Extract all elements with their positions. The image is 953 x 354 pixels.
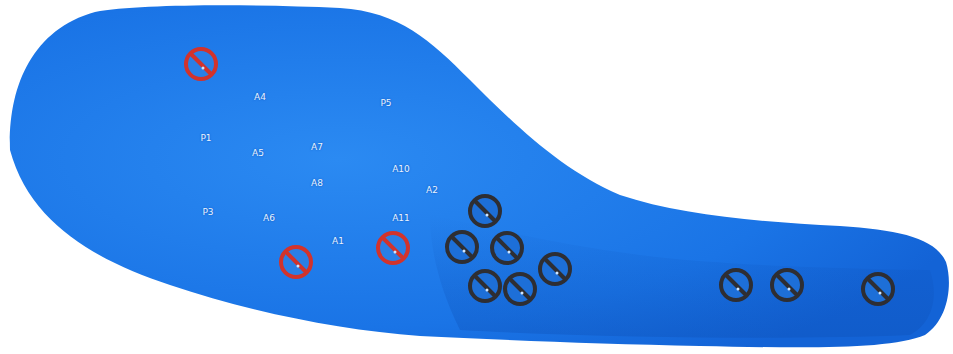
prohibition-sign [540, 254, 570, 284]
sensor-dot [486, 214, 489, 217]
sign-slash [510, 279, 530, 299]
sensor-label: A6 [263, 214, 275, 223]
sign-ring [721, 270, 751, 300]
arch-shadow [430, 215, 934, 338]
sensor-dot [508, 251, 511, 254]
sensor-label: P5 [380, 99, 391, 108]
sensor-dot [556, 272, 559, 275]
sensor-dot [737, 288, 740, 291]
sign-slash [777, 275, 797, 295]
sign-slash [475, 276, 495, 296]
sign-ring [470, 196, 500, 226]
sign-ring [378, 233, 408, 263]
prohibition-sign [492, 233, 522, 263]
sensor-label: P3 [202, 208, 213, 217]
sign-ring [447, 232, 477, 262]
sensor-dot [788, 288, 791, 291]
prohibition-sign [470, 271, 500, 301]
prohibition-sign [447, 232, 477, 262]
prohibition-sign [470, 196, 500, 226]
sign-slash [497, 238, 517, 258]
sign-slash [452, 237, 472, 257]
sensor-label: A5 [252, 149, 264, 158]
prohibition-signs [186, 49, 893, 304]
prohibition-sign [281, 247, 311, 277]
sign-slash [191, 54, 211, 74]
sign-slash [475, 201, 495, 221]
sensor-dot [879, 292, 882, 295]
sign-ring [505, 274, 535, 304]
sign-ring [492, 233, 522, 263]
prohibition-sign [186, 49, 216, 79]
sensor-dot [463, 250, 466, 253]
sensor-label: A1 [332, 237, 344, 246]
sensor-label: A7 [311, 143, 323, 152]
sensor-label: A10 [392, 165, 410, 174]
sign-slash [726, 275, 746, 295]
sign-ring [863, 274, 893, 304]
sensor-dot [202, 67, 205, 70]
sign-ring [470, 271, 500, 301]
sign-ring [540, 254, 570, 284]
sensor-dot [297, 265, 300, 268]
sensor-label: A8 [311, 179, 323, 188]
sign-slash [286, 252, 306, 272]
insole-outline [10, 5, 949, 347]
sensor-label: P1 [200, 134, 211, 143]
sign-slash [545, 259, 565, 279]
prohibition-sign [721, 270, 751, 300]
sign-slash [868, 279, 888, 299]
prohibition-sign [772, 270, 802, 300]
sensor-dot [486, 289, 489, 292]
prohibition-sign [505, 274, 535, 304]
sensor-label: A2 [426, 186, 438, 195]
sign-ring [186, 49, 216, 79]
sign-slash [383, 238, 403, 258]
sensor-label: A11 [392, 214, 410, 223]
sensor-dot [394, 251, 397, 254]
sensor-label: A4 [254, 93, 266, 102]
prohibition-sign [863, 274, 893, 304]
sign-ring [772, 270, 802, 300]
sign-ring [281, 247, 311, 277]
prohibition-sign [378, 233, 408, 263]
sensor-dot [521, 292, 524, 295]
